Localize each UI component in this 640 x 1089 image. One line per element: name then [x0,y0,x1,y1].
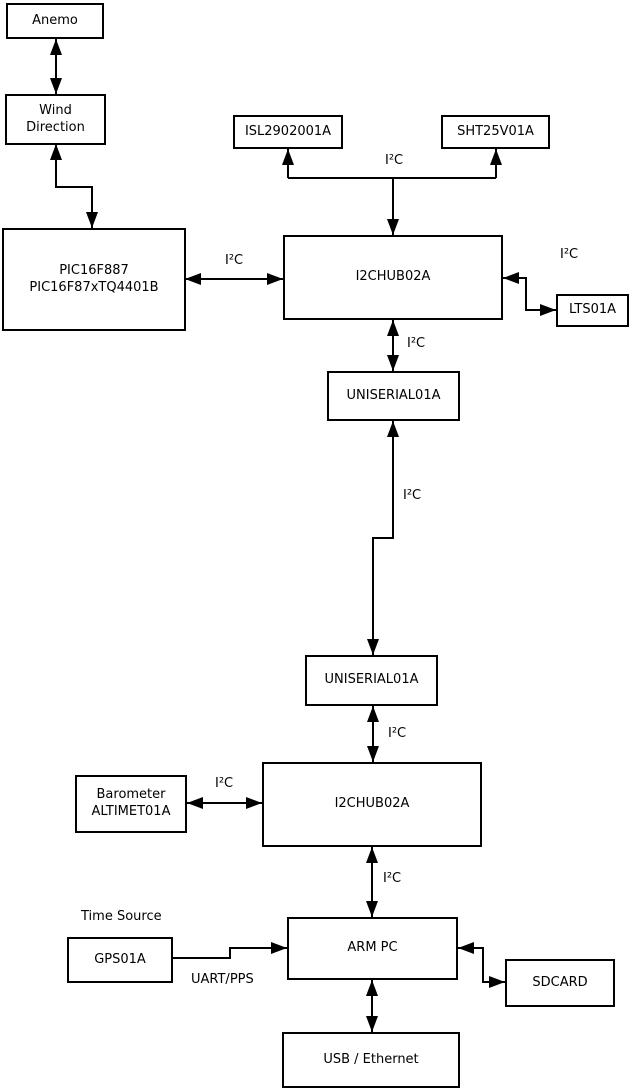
box-barometer-label-line1: Barometer [96,787,166,803]
wire-armpc-sdcard [458,942,505,988]
box-sht25v01a-label: SHT25V01A [457,123,534,139]
edge-label-i2c-pic-hub: I²C [225,253,244,268]
box-gps01a: GPS01A [67,937,173,983]
box-barometer-label-line2: ALTIMET01A [91,804,171,819]
box-barometer-altimet01a: Barometer ALTIMET01A [75,775,187,833]
box-sdcard: SDCARD [505,959,615,1007]
box-uniserial01a-bottom-label: UNISERIAL01A [324,672,419,688]
box-sdcard-label: SDCARD [532,974,588,990]
box-pic16f887-label-line2: PIC16F87xTQ4401B [29,279,159,295]
edge-label-i2c-uniserial-link: I²C [403,488,422,503]
box-anemo: Anemo [6,3,104,39]
edge-label-i2c-sensor-branch: I²C [385,153,404,168]
edge-label-uart-pps: UART/PPS [191,972,254,987]
box-lts01a: LTS01A [556,294,629,327]
box-arm-pc-label: ARM PC [347,940,398,956]
box-uniserial01a-bottom: UNISERIAL01A [305,655,438,706]
label-time-source: Time Source [81,909,162,924]
box-usb-ethernet: USB / Ethernet [282,1032,460,1088]
wire-uniserial1-uniserial2 [367,421,399,655]
box-i2chub02a-top-label: I2CHUB02A [355,269,431,285]
box-isl2902001a: ISL2902001A [233,115,343,149]
box-wind-direction-label-line2: Direction [26,119,85,135]
box-isl2902001a-label: ISL2902001A [244,123,332,139]
box-lts01a-label: LTS01A [568,302,617,318]
box-wind-direction: Wind Direction [5,94,106,145]
box-pic16f887-label-line1: PIC16F887 [59,262,129,278]
box-i2chub02a-top: I2CHUB02A [283,235,503,320]
box-sht25v01a: SHT25V01A [441,115,550,149]
edge-label-i2c-uniserial-hub-bottom: I²C [388,726,407,741]
wire-hub1-lts [503,272,556,316]
box-gps01a-label: GPS01A [94,951,146,967]
box-wind-direction-label-line1: Wind [39,102,72,118]
box-pic16f887: PIC16F887 PIC16F87xTQ4401B [2,228,186,331]
wire-wind-pic [50,144,98,228]
wire-gps-armpc [173,942,287,959]
box-uniserial01a-top-label: UNISERIAL01A [346,387,441,403]
edge-label-i2c-hub-armpc: I²C [383,871,402,886]
box-usb-ethernet-label: USB / Ethernet [323,1051,419,1067]
box-i2chub02a-bottom: I2CHUB02A [262,762,482,847]
box-i2chub02a-bottom-label: I2CHUB02A [334,796,410,812]
edge-label-i2c-lts: I²C [560,247,579,262]
box-anemo-label: Anemo [32,12,78,28]
edge-label-i2c-hub-uniserial-top: I²C [407,336,426,351]
box-arm-pc: ARM PC [287,917,458,980]
box-uniserial01a-top: UNISERIAL01A [327,371,460,421]
edge-label-i2c-barometer-hub: I²C [215,776,234,791]
